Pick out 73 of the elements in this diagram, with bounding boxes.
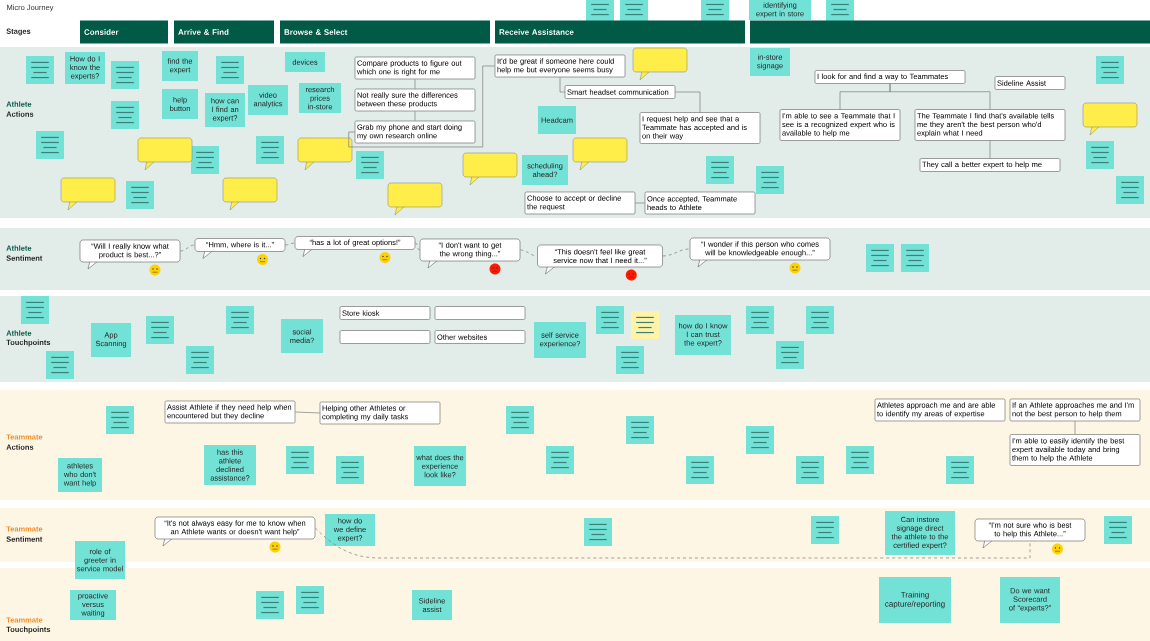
sticky-note — [111, 61, 139, 89]
connector-line — [348, 65, 496, 148]
sticky-note — [36, 131, 64, 159]
connector-line — [294, 411, 321, 414]
sticky-note — [186, 346, 214, 374]
sticky-note — [106, 406, 134, 434]
sticky-note — [746, 306, 774, 334]
connector-line — [662, 248, 691, 257]
sticky-note — [746, 426, 774, 454]
sticky-note — [506, 406, 534, 434]
sticky-note — [776, 341, 804, 369]
speech-bubble — [297, 137, 353, 171]
sticky-note — [826, 0, 854, 21]
speech-bubble — [387, 182, 443, 216]
connector-line — [634, 202, 646, 204]
sticky-note — [616, 346, 644, 374]
connector-line — [559, 76, 566, 93]
speech-bubble — [1082, 102, 1138, 136]
sticky-note — [706, 156, 734, 184]
note-box — [339, 330, 431, 344]
sticky-note — [796, 456, 824, 484]
speech-bubble — [632, 47, 688, 81]
sticky-note — [21, 296, 49, 324]
sticky-note — [686, 456, 714, 484]
sticky-note — [111, 101, 139, 129]
sticky-note — [296, 586, 324, 614]
sticky-note — [336, 456, 364, 484]
sticky-note — [546, 446, 574, 474]
speech-bubble — [222, 177, 278, 211]
sticky-note — [1116, 176, 1144, 204]
sticky-note — [811, 516, 839, 544]
connector-line — [414, 78, 416, 90]
sticky-note — [1096, 56, 1124, 84]
sticky-note — [866, 244, 894, 272]
sticky-note — [584, 518, 612, 546]
sticky-note — [46, 351, 74, 379]
sticky-note — [126, 181, 154, 209]
sticky-note — [216, 56, 244, 84]
connector-line — [284, 242, 296, 246]
sticky-note — [901, 244, 929, 272]
sticky-note — [806, 306, 834, 334]
connector-line — [1074, 420, 1076, 435]
speech-bubble — [462, 152, 518, 186]
sticky-note — [26, 56, 54, 84]
sticky-note — [146, 316, 174, 344]
connector-line — [179, 244, 196, 252]
sticky-note — [846, 446, 874, 474]
sticky-note — [626, 416, 654, 444]
sticky-note — [226, 306, 254, 334]
sticky-note — [631, 311, 659, 339]
speech-bubble — [60, 177, 116, 211]
connector-line — [674, 91, 701, 113]
connector-line — [989, 140, 991, 159]
sticky-note — [620, 0, 648, 21]
connector-line — [414, 110, 416, 122]
speech-bubble — [572, 137, 628, 171]
sticky-note — [356, 151, 384, 179]
sticky-note — [1104, 516, 1132, 544]
sticky-note — [1086, 141, 1114, 169]
sticky-note — [946, 456, 974, 484]
connector-line — [414, 242, 421, 251]
sticky-note — [596, 306, 624, 334]
sticky-note — [286, 446, 314, 474]
connector-line — [889, 83, 991, 110]
sticky-note — [701, 0, 729, 21]
sticky-note — [586, 0, 614, 21]
stage-bar — [750, 20, 1150, 44]
speech-bubble — [137, 137, 193, 171]
sticky-note — [256, 136, 284, 164]
note-box — [434, 306, 526, 320]
connector-line — [314, 527, 1031, 559]
sticky-note — [256, 591, 284, 619]
sticky-note — [756, 166, 784, 194]
